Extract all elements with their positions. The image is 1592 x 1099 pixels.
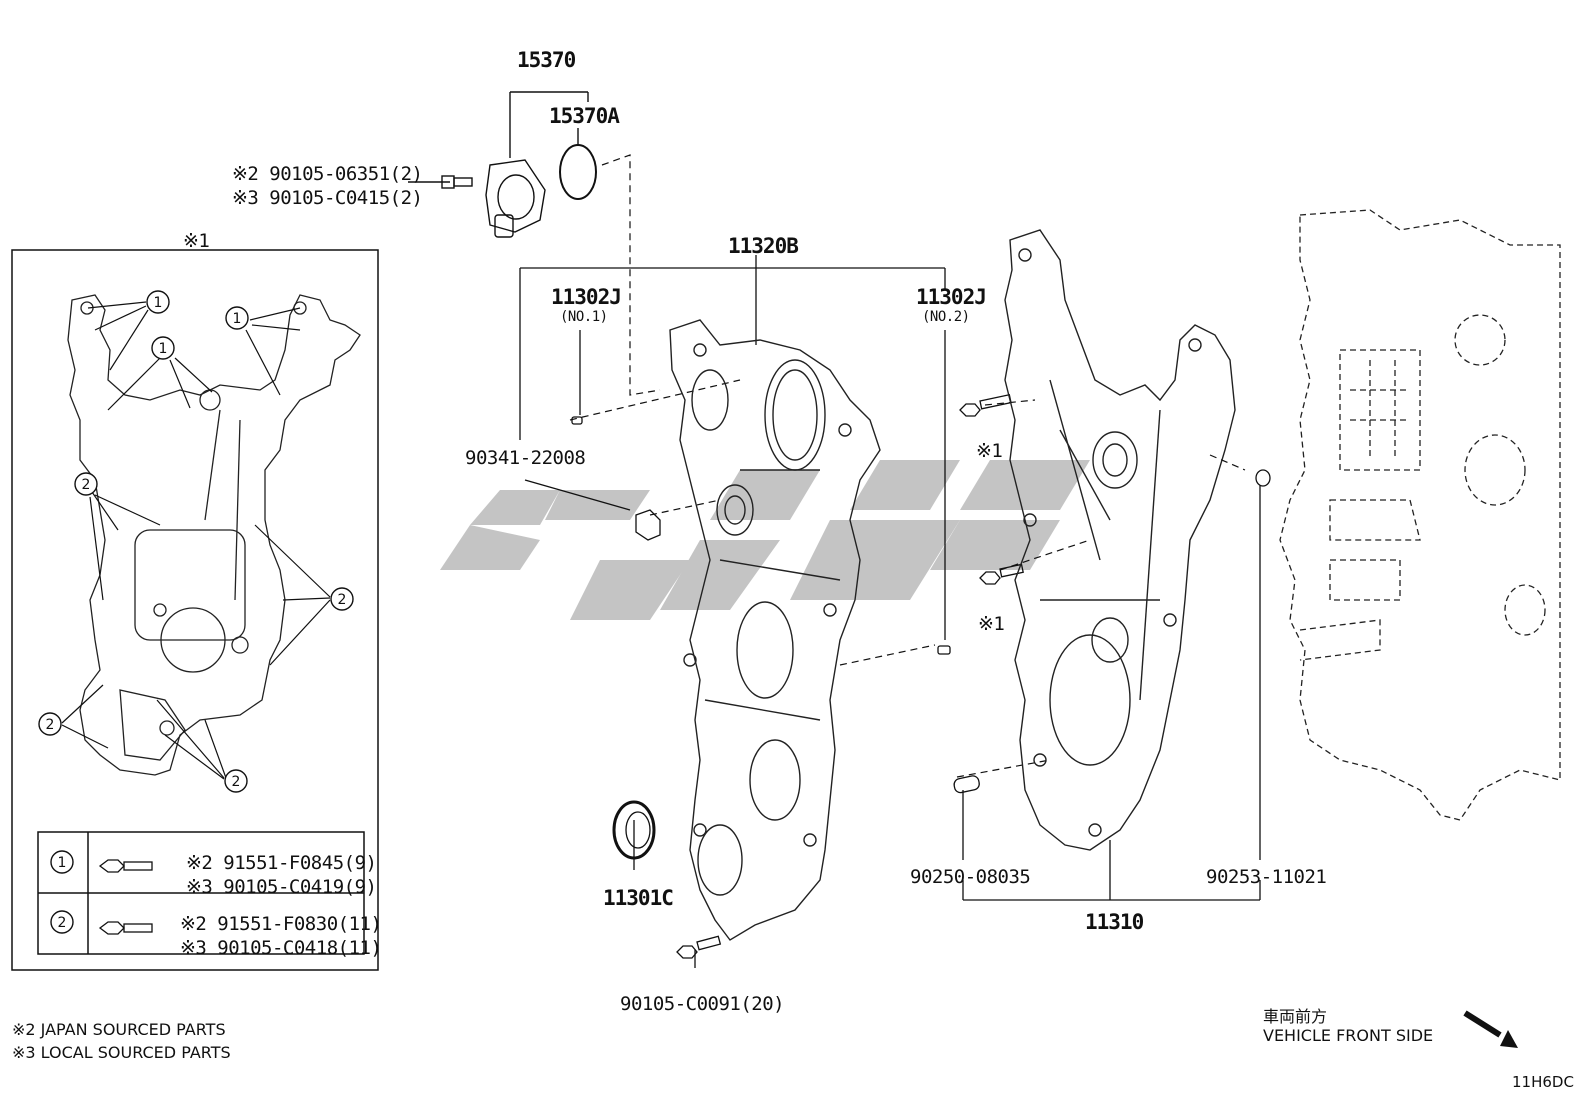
label-11302J-no2: 11302J [916, 285, 987, 309]
inset-title: ※1 [183, 230, 210, 252]
callout-2-a [74, 472, 98, 496]
label-15370: 15370 [517, 48, 576, 72]
callout-1-b-text: 1 [233, 311, 242, 327]
label-11302J-no1: 11302J [551, 285, 622, 309]
bolt-a [959, 403, 981, 417]
callout-2-b [330, 587, 354, 611]
inset-callout-leaders [61, 301, 331, 780]
dowel-pin-no2 [937, 645, 951, 655]
label-no2: (NO.2) [922, 309, 970, 325]
legend-1-line2: ※3 90105-C0419(9) [186, 876, 377, 898]
inset-cover-drawing [67, 294, 361, 776]
legend-key-1: 1 [58, 855, 67, 871]
dowel-pin-no1 [571, 416, 583, 425]
timing-chain-cover-11310 [1004, 229, 1236, 851]
callout-2-c [38, 712, 62, 736]
label-top-bolt-2: ※3 90105-C0415(2) [232, 187, 423, 209]
label-90253: 90253-11021 [1206, 866, 1327, 888]
timing-cover-11320B [669, 319, 881, 941]
note-japan-sourced: ※2 JAPAN SOURCED PARTS [12, 1020, 226, 1039]
pin-90253 [1255, 469, 1271, 487]
watermark-logo [440, 460, 1090, 620]
pin-90250 [953, 775, 980, 794]
illustration-code: 11H6DC [1512, 1073, 1574, 1091]
label-11310: 11310 [1085, 910, 1144, 934]
label-no1: (NO.1) [560, 309, 608, 325]
callout-2-c-text: 2 [46, 717, 55, 733]
callout-1-c [151, 336, 175, 360]
legend-key-1-circle [50, 850, 74, 874]
callout-1-a [146, 290, 170, 314]
callout-2-d-text: 2 [232, 774, 241, 790]
bolt-b [979, 571, 1001, 585]
callout-1-c-text: 1 [159, 341, 168, 357]
label-90341: 90341-22008 [465, 447, 586, 469]
part-15370-drawing [408, 91, 597, 238]
label-top-bolt-1: ※2 90105-06351(2) [232, 163, 423, 185]
legend-key-2: 2 [58, 915, 67, 931]
legend-key-2-circle [50, 910, 74, 934]
direction-en: VEHICLE FRONT SIDE [1263, 1026, 1434, 1045]
inset-box [11, 249, 379, 971]
inset-callout-circles [38, 290, 354, 934]
part-11320B-leaders [519, 255, 1261, 968]
label-90250: 90250-08035 [910, 866, 1031, 888]
direction-jp: 車両前方 [1263, 1007, 1328, 1026]
label-bolt-b-ref: ※1 [978, 613, 1005, 635]
label-90105-C0091: 90105-C0091(20) [620, 993, 785, 1015]
label-11320B: 11320B [728, 234, 799, 258]
callout-1-a-text: 1 [154, 295, 163, 311]
callout-2-b-text: 2 [338, 592, 347, 608]
legend-1-line1: ※2 91551-F0845(9) [186, 852, 377, 874]
callout-1-b [225, 306, 249, 330]
oil-seal-11301C [612, 800, 656, 860]
engine-block-outline [1279, 209, 1561, 821]
legend-2-line1: ※2 91551-F0830(11) [180, 913, 382, 935]
plug-90341 [635, 509, 661, 541]
legend-2-line2: ※3 90105-C0418(11) [180, 937, 382, 959]
callout-2-d [224, 769, 248, 793]
callout-2-a-text: 2 [82, 477, 91, 493]
legend-bolt-drawings [98, 859, 153, 935]
label-bolt-a-ref: ※1 [976, 440, 1003, 462]
front-direction-arrow [1463, 1010, 1518, 1048]
label-11301C: 11301C [603, 886, 674, 910]
note-local-sourced: ※3 LOCAL SOURCED PARTS [12, 1043, 231, 1062]
label-15370A: 15370A [549, 104, 620, 128]
